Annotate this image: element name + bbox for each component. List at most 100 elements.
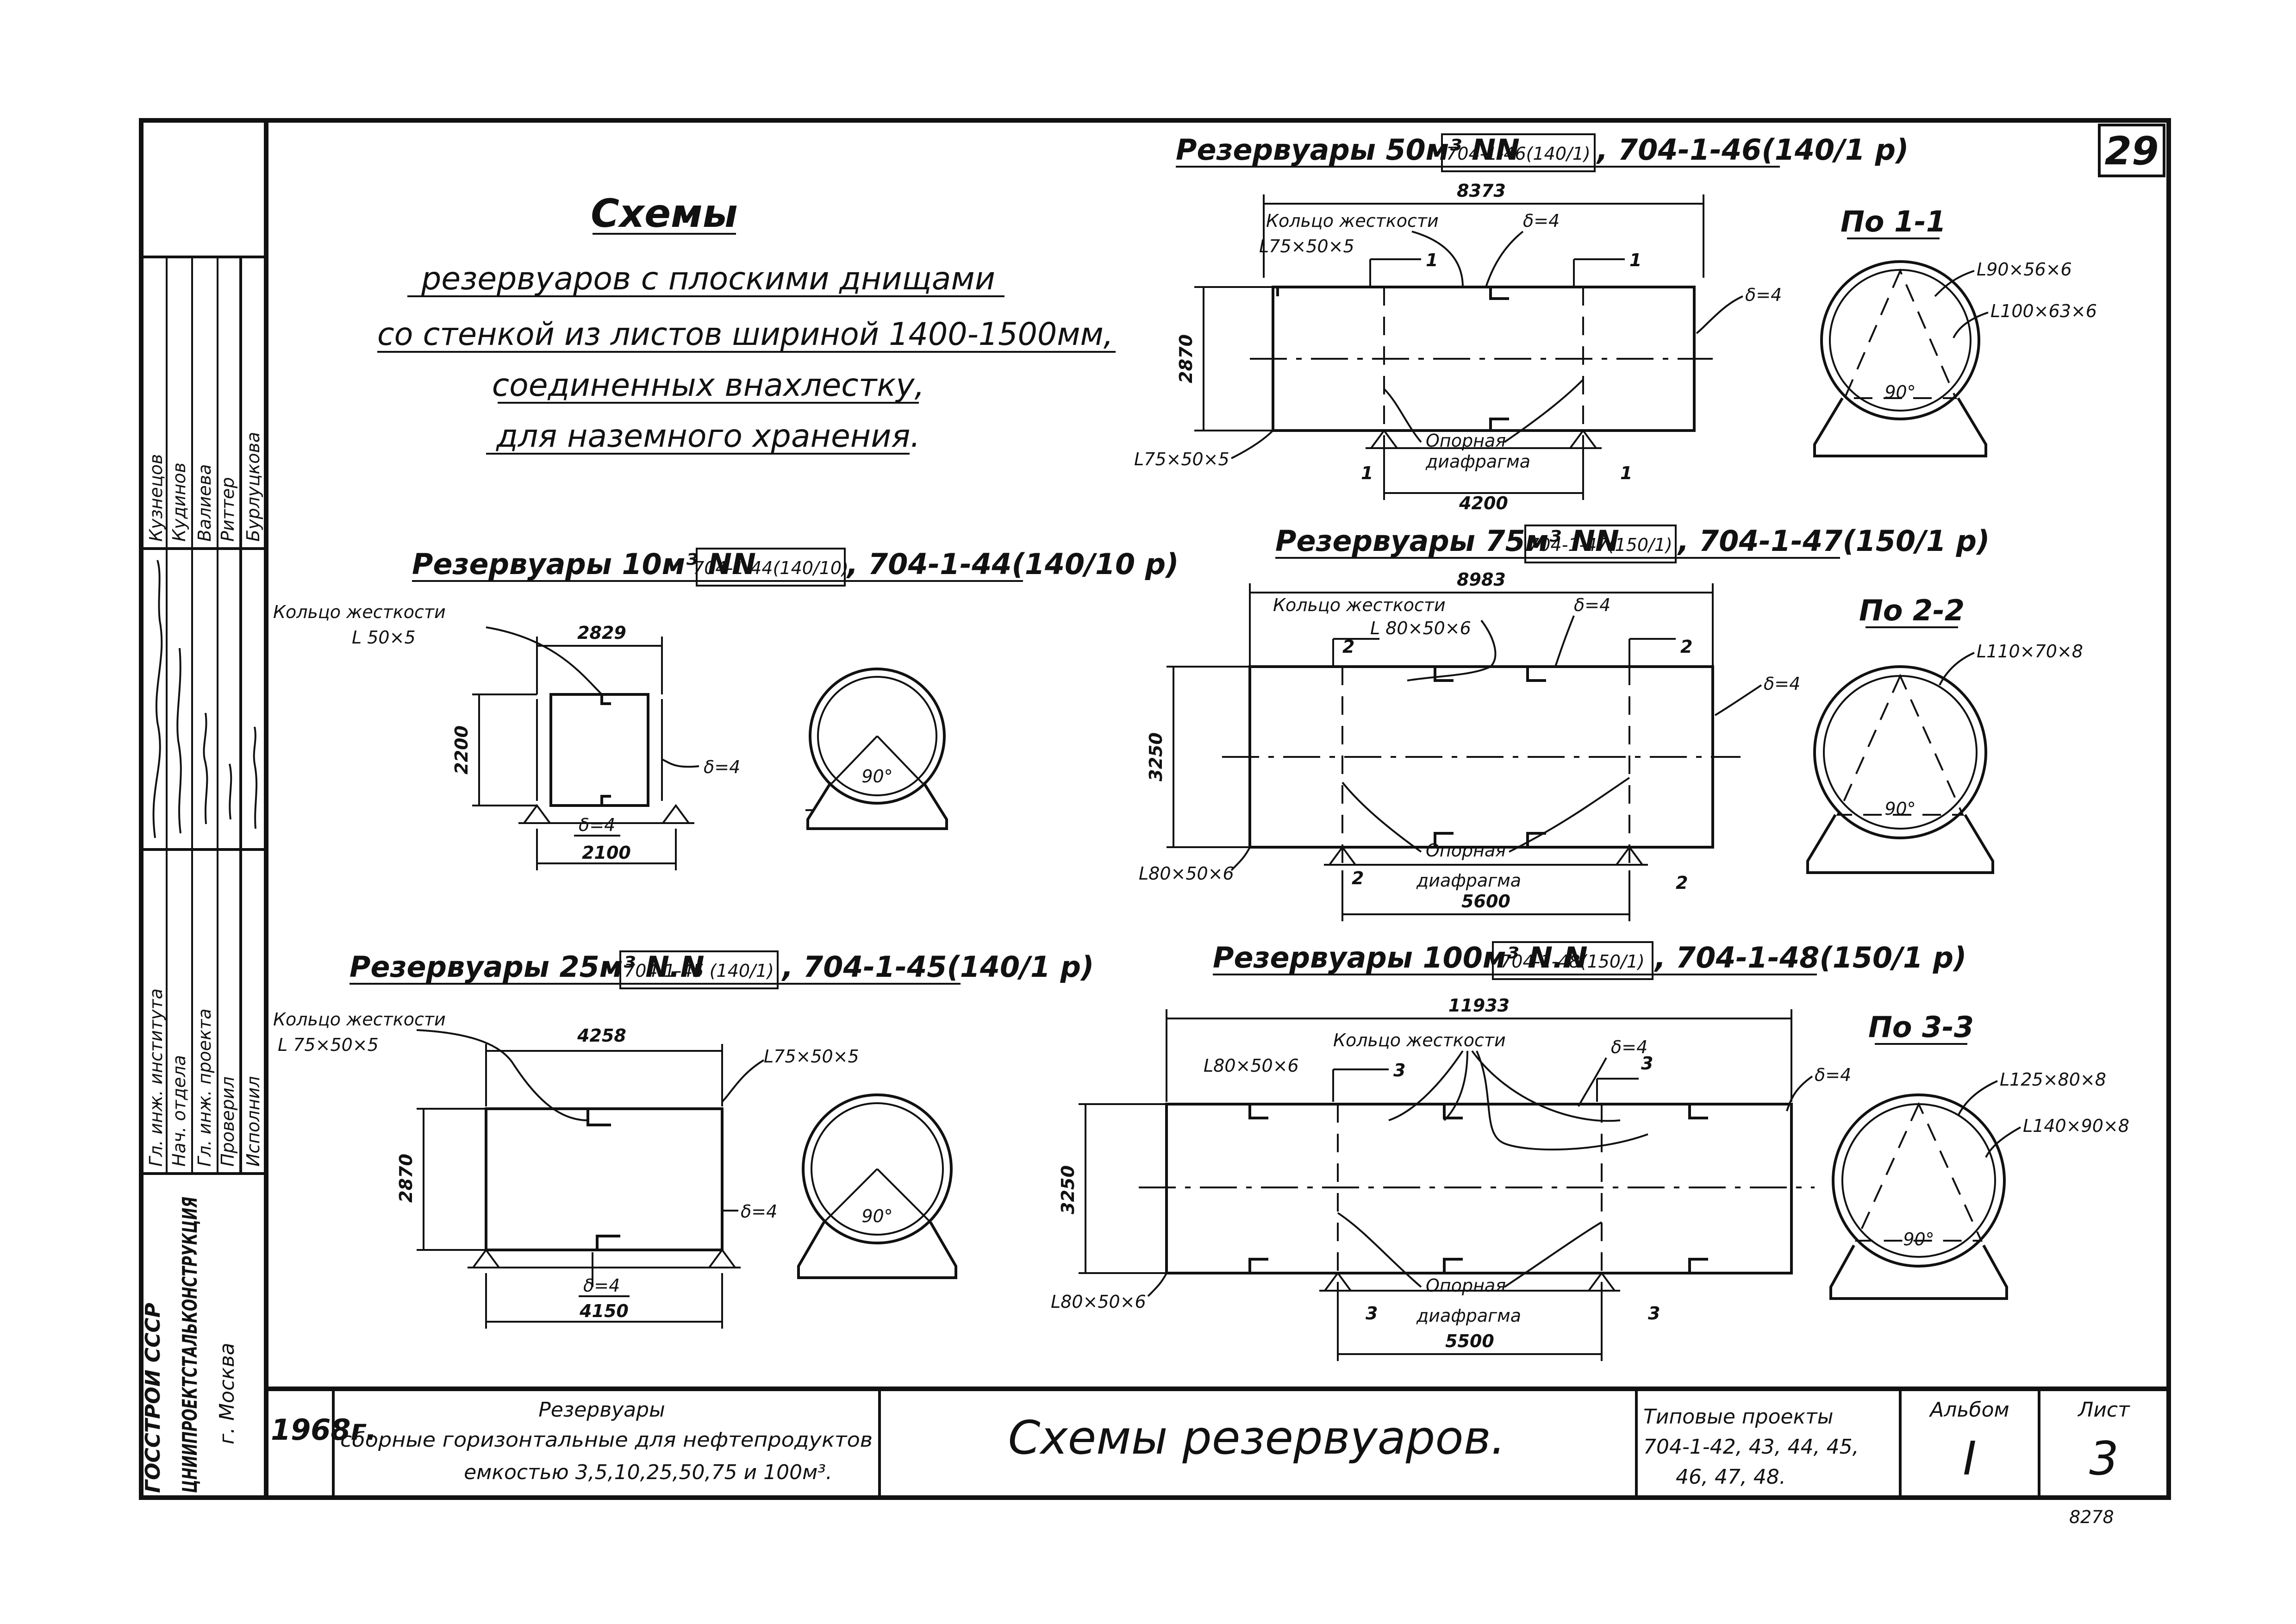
- tank-10-length-bottom: 2100: [582, 843, 631, 863]
- title-block: 1968г. Резервуары сборные горизонтальные…: [271, 1398, 2130, 1489]
- heading-block: Схемы резервуаров с плоскими днищами со …: [377, 191, 1116, 455]
- org-institute: ЦНИИПРОЕКТСТАЛЬКОНСТРУКЦИЯ: [178, 1197, 202, 1493]
- stamp-year: 1968г.: [271, 1413, 377, 1447]
- tank-75-ring-profile: L 80×50×6: [1370, 618, 1471, 638]
- stamp-project-codes-1: 704-1-42, 43, 44, 45,: [1643, 1435, 1859, 1459]
- tank-10-delta-bottom: δ=4: [579, 815, 615, 835]
- tank-100-ring-label: Кольцо жесткости: [1333, 1030, 1506, 1050]
- tank-50-group: Резервуары 50м³ NN 704-1-46(140/1) , 704…: [1134, 133, 2097, 513]
- heading-line-3: соединенных внахлестку,: [492, 367, 924, 404]
- tank-100-section-mark-bl: 3: [1366, 1303, 1378, 1324]
- stamp-desc-2: сборные горизонтальные для нефтепродукто…: [340, 1428, 873, 1452]
- staff-name-5: Бурлуцкова: [243, 432, 263, 542]
- staff-role-2: Нач. отдела: [169, 1055, 189, 1167]
- tank-75-code: 704-1-47(150/1): [1528, 535, 1672, 555]
- tank-50-delta-side: δ=4: [1745, 285, 1782, 305]
- tank-25-delta-bottom: δ=4: [583, 1275, 620, 1296]
- tank-75-title: Резервуары 75м³ NN: [1275, 524, 1619, 558]
- tank-10-delta-side: δ=4: [704, 757, 740, 777]
- tank-100-diaphragm-1: Опорная: [1426, 1275, 1506, 1296]
- staff-role-5: Исполнил: [243, 1076, 263, 1167]
- tank-100-diaphragm-2: диафрагма: [1416, 1305, 1521, 1326]
- stamp-sheet-value: 3: [2089, 1431, 2119, 1486]
- inventory-number: 8278: [2069, 1507, 2114, 1527]
- tank-75-diaphragm-1: Опорная: [1426, 840, 1506, 861]
- tank-75-section-mark-br: 2: [1676, 873, 1688, 893]
- tank-10-title: Резервуары 10м³ NN: [412, 547, 756, 581]
- tank-75-diaphragm-2: диафрагма: [1416, 870, 1521, 891]
- tank-75-section-mark-tr: 2: [1680, 637, 1692, 657]
- tank-100-angle: 90°: [1903, 1229, 1934, 1249]
- staff-role-1: Гл. инж. института: [146, 988, 166, 1167]
- tank-75-code-extra: , 704-1-47(150/1 р): [1677, 524, 1990, 558]
- tank-10-ring-profile: L 50×5: [352, 627, 416, 648]
- tank-100-corner-profile: L80×50×6: [1051, 1292, 1146, 1312]
- tank-75-section-mark-bl: 2: [1352, 868, 1364, 888]
- tank-50-section-title: По 1-1: [1841, 205, 1946, 238]
- signatures: [152, 560, 258, 838]
- staff-role-3: Гл. инж. проекта: [194, 1008, 215, 1167]
- tank-50-section-mark-br: 1: [1620, 463, 1632, 483]
- tank-75-angle: 90°: [1884, 799, 1915, 819]
- tank-75-section-profile-1: L110×70×8: [1977, 641, 2083, 662]
- stamp-album-label: Альбом: [1928, 1398, 2009, 1422]
- tank-100-code: 704-1-48(150/1): [1500, 951, 1645, 972]
- tank-25-group: Резервуары 25м³ N.N 704-1-45 (140/1) , 7…: [273, 950, 1094, 1329]
- tank-100-group: Резервуары 100м³ N.N 704-1-48(150/1) , 7…: [1051, 941, 2129, 1361]
- tank-100-delta-side: δ=4: [1815, 1065, 1851, 1085]
- tank-75-group: Резервуары 75м³ NN 704-1-47(150/1) , 704…: [1139, 524, 2083, 921]
- staff-name-4: Риттер: [218, 477, 238, 542]
- tank-25-code-extra: , 704-1-45(140/1 р): [781, 950, 1094, 984]
- tank-50-ring-label: Кольцо жесткости: [1266, 211, 1439, 231]
- tank-75-section-mark-tl: 2: [1342, 637, 1354, 657]
- staff-strip: Кузнецов Кудинов Валиева Риттер Бурлуцко…: [140, 256, 266, 1493]
- tank-25-title: Резервуары 25м³ N.N: [349, 950, 705, 984]
- tank-50-support-span: 4200: [1459, 493, 1508, 513]
- tank-100-support-span: 5500: [1445, 1331, 1494, 1351]
- heading-line-1: резервуаров с плоскими днищами: [421, 261, 995, 297]
- tank-10-code: 704-1-44(140/10): [693, 558, 849, 578]
- tank-100-length-top: 11933: [1448, 995, 1510, 1016]
- stamp-project-label: Типовые проекты: [1643, 1405, 1834, 1429]
- tank-25-length-top: 4258: [577, 1025, 626, 1046]
- tank-25-diameter: 2870: [396, 1154, 416, 1203]
- stamp-desc-1: Резервуары: [538, 1398, 665, 1422]
- tank-25-angle: 90°: [861, 1206, 892, 1226]
- tank-75-length-top: 8983: [1457, 569, 1506, 590]
- tank-50-angle: 90°: [1884, 382, 1915, 402]
- heading-title: Схемы: [591, 191, 737, 236]
- tank-50-length-top: 8373: [1457, 181, 1506, 201]
- tank-100-diameter: 3250: [1058, 1165, 1078, 1214]
- staff-name-3: Валиева: [194, 464, 215, 542]
- tank-25-length-bottom: 4150: [579, 1301, 629, 1321]
- tank-10-ring-label: Кольцо жесткости: [273, 602, 446, 622]
- tank-50-diaphragm-2: диафрагма: [1425, 451, 1530, 472]
- heading-line-2: со стенкой из листов шириной 1400-1500мм…: [377, 316, 1113, 353]
- tank-10-code-extra: , 704-1-44(140/10 р): [846, 547, 1179, 581]
- tank-75-delta-side: δ=4: [1764, 674, 1800, 694]
- stamp-drawing-name: Схемы резервуаров.: [1008, 1411, 1506, 1465]
- tank-100-code-extra: , 704-1-48(150/1 р): [1653, 941, 1966, 974]
- stamp-sheet-label: Лист: [2077, 1398, 2130, 1422]
- tank-75-corner-profile: L80×50×6: [1139, 863, 1234, 884]
- tank-10-diameter: 2200: [451, 725, 472, 775]
- tank-10-group: Резервуары 10м³ NN 704-1-44(140/10) , 70…: [273, 547, 1179, 870]
- tank-100-section-mark-br: 3: [1648, 1303, 1660, 1324]
- tank-100-section-profile-1: L125×80×8: [2000, 1069, 2106, 1090]
- tank-100-section-mark-tl: 3: [1393, 1060, 1405, 1081]
- tank-50-delta-top: δ=4: [1523, 211, 1560, 231]
- staff-role-4: Проверил: [218, 1076, 238, 1167]
- tank-100-section-mark-tr: 3: [1641, 1053, 1653, 1074]
- heading-line-4: для наземного хранения.: [496, 418, 920, 455]
- tank-100-title: Резервуары 100м³ N.N: [1213, 941, 1588, 974]
- tank-100-section-profile-2: L140×90×8: [2023, 1116, 2129, 1136]
- tank-50-section-mark-bl: 1: [1361, 463, 1373, 483]
- tank-50-ring-profile: L75×50×5: [1259, 236, 1354, 256]
- page-number: 29: [2105, 128, 2159, 174]
- tank-50-code-extra: , 704-1-46(140/1 р): [1596, 133, 1909, 167]
- staff-name-1: Кузнецов: [146, 454, 166, 542]
- tank-100-section-title: По 3-3: [1868, 1010, 1974, 1044]
- tank-50-section-profile-1: L90×56×6: [1977, 259, 2072, 280]
- tank-50-section-profile-2: L100×63×6: [1990, 301, 2097, 321]
